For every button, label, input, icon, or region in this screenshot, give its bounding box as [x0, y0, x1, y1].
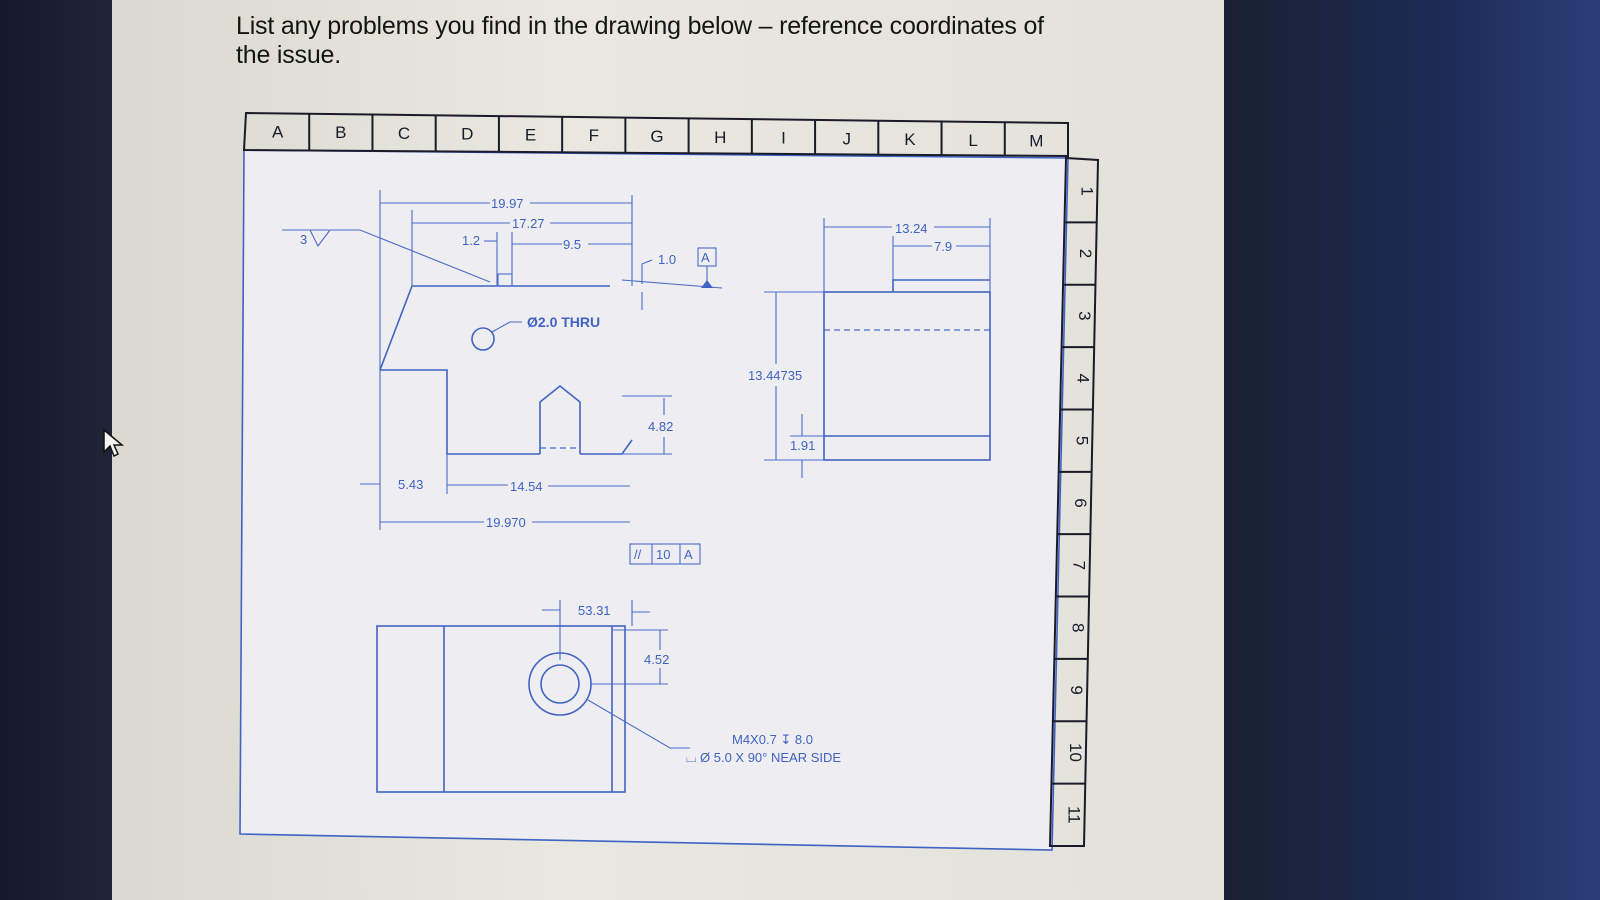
row-label-2: 2 [1076, 249, 1095, 258]
column-label-b: B [335, 123, 346, 142]
dim-1-0: 1.0 [658, 252, 676, 267]
dim-17-27: 17.27 [512, 216, 545, 231]
top-view-body [376, 625, 626, 793]
column-label-j: J [842, 129, 851, 148]
thread-note-line-1: M4X0.7 ↧ 8.0 [732, 732, 813, 747]
column-label-g: G [650, 127, 663, 146]
dim-53-31: 53.31 [578, 603, 611, 618]
dim-13-44735: 13.44735 [748, 368, 802, 383]
side-view-body [823, 291, 991, 461]
column-label-d: D [461, 125, 473, 144]
dim-5-43: 5.43 [398, 477, 423, 492]
datum-a-label: A [701, 250, 710, 265]
side-view: 13.24 7.9 13.44735 1.91 [748, 218, 991, 478]
column-label-i: I [781, 129, 786, 148]
row-label-3: 3 [1075, 311, 1094, 320]
dim-7-9: 7.9 [934, 239, 952, 254]
gdt-tolerance: 10 [656, 547, 670, 562]
gdt-parallelism-symbol: // [634, 547, 642, 562]
dim-19-97: 19.97 [491, 196, 524, 211]
front-view: 19.97 17.27 1.2 9.5 1.0 A 3 Ø2.0 THRU 4 [282, 190, 723, 565]
thread-note-line-2: ⌴ Ø 5.0 X 90° NEAR SIDE [686, 750, 841, 765]
gdt-datum: A [684, 547, 693, 562]
prompt-line-1: List any problems you find in the drawin… [236, 12, 1044, 40]
row-label-6: 6 [1071, 498, 1090, 507]
dim-9-5: 9.5 [563, 237, 581, 252]
column-label-c: C [398, 124, 410, 143]
dim-1-2: 1.2 [462, 233, 480, 248]
row-label-1: 1 [1077, 186, 1096, 195]
row-reference-grid: 1 2 3 4 5 6 7 8 9 10 11 [1048, 156, 1100, 847]
dim-13-24: 13.24 [895, 221, 928, 236]
column-label-m: M [1029, 132, 1043, 151]
row-label-11: 11 [1065, 806, 1084, 824]
column-label-h: H [714, 128, 726, 147]
row-label-7: 7 [1070, 561, 1089, 570]
column-label-a: A [272, 122, 284, 141]
row-label-8: 8 [1068, 623, 1087, 632]
column-label-f: F [589, 126, 599, 145]
dim-14-54: 14.54 [510, 479, 543, 494]
row-label-9: 9 [1067, 685, 1086, 694]
small-step-feature [497, 273, 513, 287]
column-label-e: E [525, 125, 536, 144]
row-label-4: 4 [1074, 374, 1093, 383]
drawing-sheet [239, 149, 1069, 851]
row-label-5: 5 [1072, 436, 1091, 445]
column-reference-grid: A B C D E F G H I J K L M [242, 111, 1069, 158]
dim-19-970: 19.970 [486, 515, 526, 530]
dim-4-82: 4.82 [648, 419, 673, 434]
top-view: 53.31 4.52 M4X0.7 ↧ 8.0 ⌴ Ø 5.0 X 90° NE… [376, 600, 841, 793]
row-label-10: 10 [1066, 743, 1085, 762]
front-view-pocket [539, 384, 581, 454]
mouse-pointer-icon [103, 428, 125, 458]
column-label-k: K [904, 130, 916, 149]
column-label-l: L [968, 131, 977, 150]
surface-finish-value: 3 [300, 232, 307, 247]
question-prompt: List any problems you find in the drawin… [236, 12, 1106, 70]
thru-hole [471, 327, 495, 351]
gdt-feature-control-frame [629, 543, 701, 565]
dim-1-91: 1.91 [790, 438, 815, 453]
prompt-line-2: the issue. [236, 41, 342, 69]
front-view-left-step [380, 369, 540, 455]
hole-note: Ø2.0 THRU [527, 314, 600, 330]
dim-4-52: 4.52 [644, 652, 669, 667]
threaded-hole [540, 664, 580, 704]
